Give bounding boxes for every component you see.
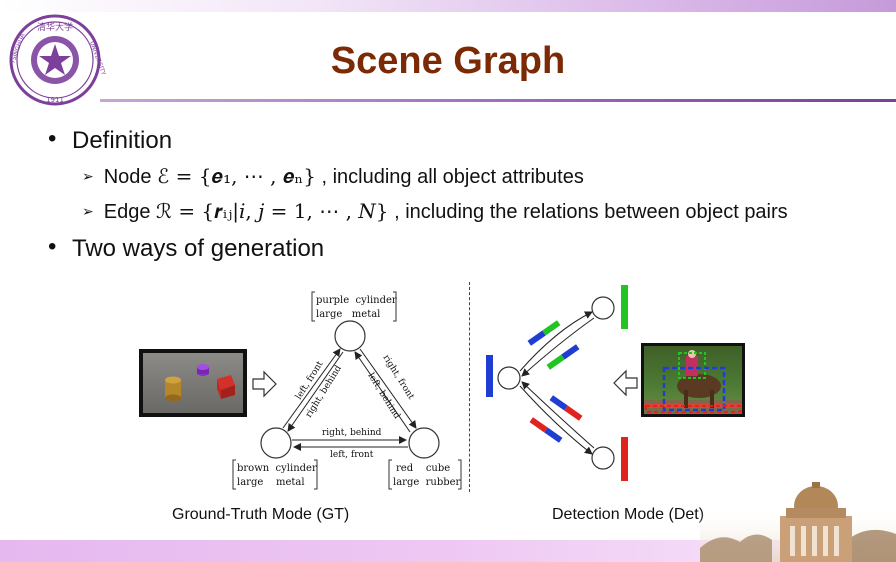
detection-image bbox=[641, 343, 745, 417]
node-formula: ℰ = {𝒆₁, ⋯ , 𝒆ₙ} bbox=[157, 164, 316, 188]
sub-node: ➢Node ℰ = {𝒆₁, ⋯ , 𝒆ₙ} , including all o… bbox=[82, 164, 584, 188]
sub-edge: ➢Edge ℛ = {𝒓ᵢⱼ|𝑖, 𝑗 = 1, ⋯ , 𝑁} , includ… bbox=[82, 199, 788, 223]
svg-text:1911: 1911 bbox=[46, 96, 64, 104]
det-node-top bbox=[591, 296, 615, 320]
mode-divider bbox=[469, 282, 470, 492]
bullet-generation: • Two ways of generation bbox=[48, 233, 325, 263]
top-band bbox=[0, 0, 896, 12]
node-attr-text: large metal bbox=[237, 477, 305, 488]
edge-label: right, behind bbox=[322, 428, 382, 438]
node-attr-text: brown cylinder bbox=[237, 463, 317, 474]
bullet-text: Two ways of generation bbox=[72, 235, 325, 262]
title-rule bbox=[100, 99, 896, 102]
clevr-scene-image bbox=[139, 349, 247, 417]
bullet-text: Definition bbox=[72, 127, 173, 154]
edge-label: left, front bbox=[330, 450, 374, 460]
tsinghua-logo: 清华大学 1911 TSINGHUA UNIVERSITY bbox=[9, 14, 107, 106]
det-node-center bbox=[497, 366, 521, 390]
bullet-definition: • Definition bbox=[48, 125, 173, 155]
det-caption: Detection Mode (Det) bbox=[552, 506, 705, 523]
node-attr-text: red cube bbox=[396, 463, 450, 474]
feature-bar-blue bbox=[486, 355, 493, 397]
edge-formula: ℛ = {𝒓ᵢⱼ|𝑖, 𝑗 = 1, ⋯ , 𝑁} bbox=[156, 199, 389, 223]
node-attr-text: large rubber bbox=[393, 477, 461, 488]
feature-bar-green bbox=[621, 285, 628, 329]
gt-node-left bbox=[260, 427, 292, 459]
auditorium-building-image bbox=[700, 482, 896, 562]
feature-bar-red bbox=[621, 437, 628, 481]
node-attr-text: purple cylinder bbox=[316, 295, 397, 306]
gt-caption: Ground-Truth Mode (GT) bbox=[172, 506, 350, 523]
bottom-band bbox=[0, 540, 896, 562]
svg-text:清华大学: 清华大学 bbox=[37, 21, 73, 33]
bullet-dot-icon: • bbox=[48, 233, 57, 260]
arrow-bullet-icon: ➢ bbox=[82, 168, 94, 184]
hollow-arrow-left-icon bbox=[613, 369, 638, 397]
node-attr-text: large metal bbox=[316, 309, 380, 320]
det-node-bottom bbox=[591, 446, 615, 470]
hollow-arrow-right-icon bbox=[252, 370, 277, 398]
bullet-dot-icon: • bbox=[48, 125, 57, 152]
gt-node-top bbox=[334, 320, 366, 352]
arrow-bullet-icon: ➢ bbox=[82, 203, 94, 219]
gt-node-right bbox=[408, 427, 440, 459]
slide-title: Scene Graph bbox=[330, 40, 566, 82]
